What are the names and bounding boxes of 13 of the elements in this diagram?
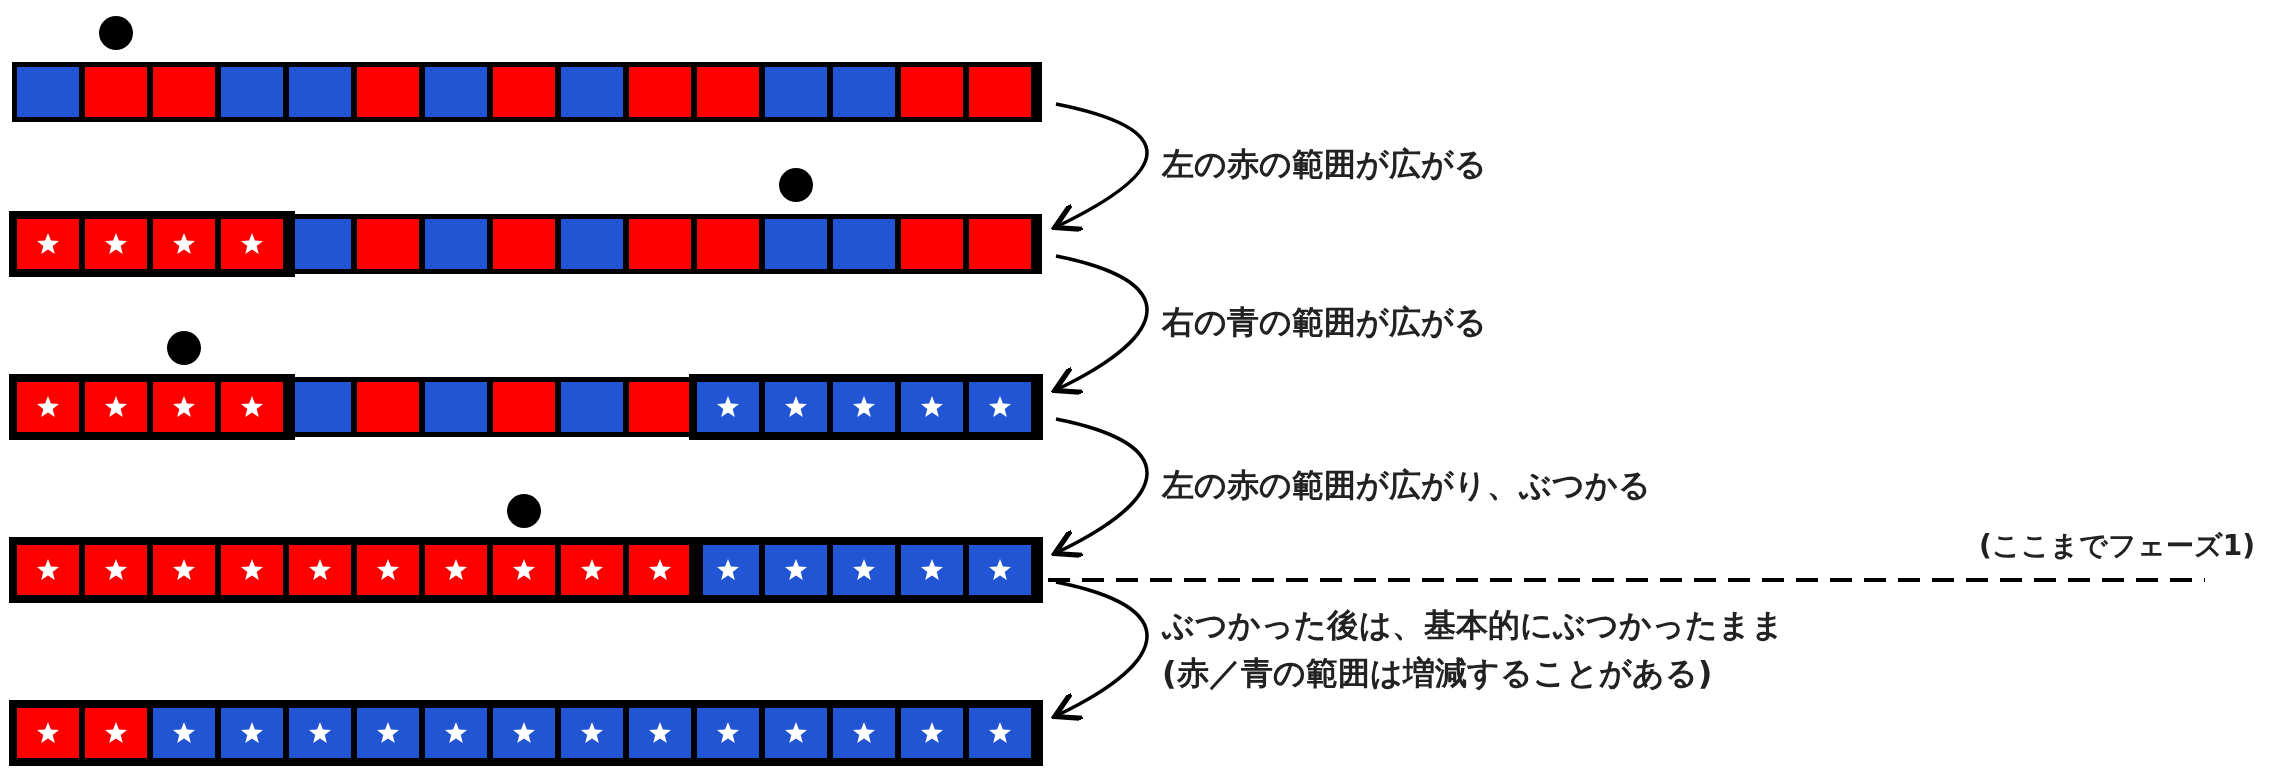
edge-label: 右の青の範囲が広がる xyxy=(1162,301,1487,343)
edge-label: 左の赤の範囲が広がる xyxy=(1162,144,1487,185)
cell-row xyxy=(12,377,1042,437)
cell-row xyxy=(12,214,1042,274)
curved-arrow xyxy=(1052,102,1149,232)
edge-label: ぶつかった後は、基本的にぶつかったまま(赤／青の範囲は増減することがある) xyxy=(1162,604,1785,694)
curved-arrow xyxy=(1052,254,1149,395)
cell-row xyxy=(12,540,1042,600)
curved-arrow xyxy=(1052,417,1149,558)
phase-note: (ここまでフェーズ1) xyxy=(1978,528,2255,564)
curved-arrow xyxy=(1052,580,1149,721)
cell-row xyxy=(12,62,1042,122)
edge-label: 左の赤の範囲が広がり、ぶつかる xyxy=(1162,464,1651,506)
